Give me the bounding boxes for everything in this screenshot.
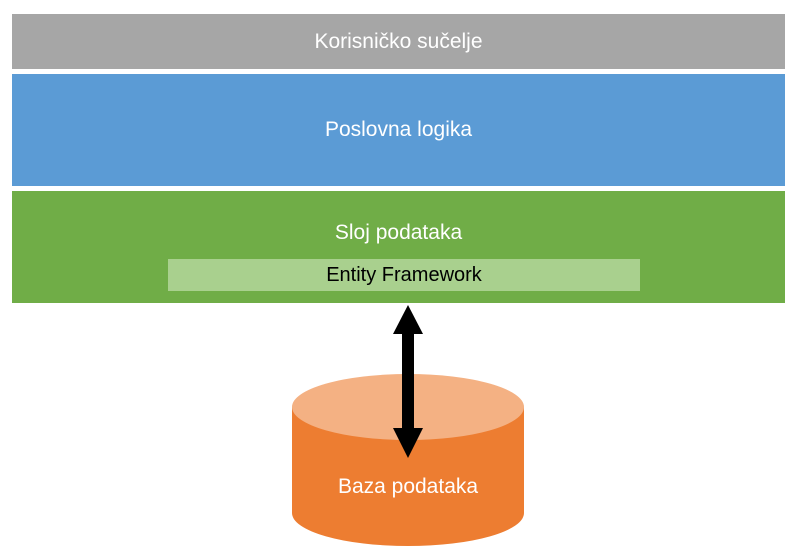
arrow-head-down	[393, 428, 423, 458]
entity-framework-label: Entity Framework	[326, 264, 482, 286]
ui-layer: Korisničko sučelje	[12, 14, 785, 69]
arrow-shaft	[402, 332, 414, 430]
business-logic-layer: Poslovna logika	[12, 74, 785, 186]
business-logic-label: Poslovna logika	[324, 118, 473, 141]
database-cylinder-body	[292, 407, 524, 546]
database-label: Baza podataka	[337, 475, 479, 498]
ui-layer-label: Korisničko sučelje	[314, 30, 483, 53]
data-layer-label: Sloj podataka	[334, 221, 463, 244]
data-layer: Sloj podataka Entity Framework	[12, 191, 785, 303]
bidirectional-arrow	[393, 305, 423, 458]
arrow-head-up	[393, 305, 423, 334]
entity-framework-bar: Entity Framework	[168, 259, 640, 291]
